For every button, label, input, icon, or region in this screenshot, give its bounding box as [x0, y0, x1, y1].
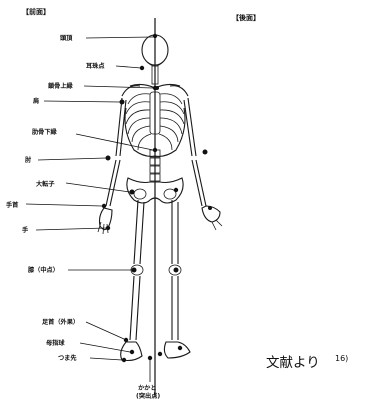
shoulder-point: [120, 100, 125, 105]
landmark-points: [102, 34, 157, 362]
label-metatarsal: 母指球: [46, 339, 65, 347]
front-view-header: 【前面】: [22, 7, 50, 16]
leader-lines: [26, 37, 153, 382]
wrist-point: [102, 204, 106, 208]
right-shoulder-girdle: [170, 86, 188, 96]
label-clavicle: 鎖骨上縁: [48, 82, 74, 90]
citation-text: 文献より: [266, 355, 320, 371]
back-view-header: 【後面】: [232, 13, 260, 22]
label-heel-note: (突出点): [136, 392, 160, 400]
label-knee: 膝（中点）: [28, 266, 59, 274]
label-wrist: 手首: [6, 201, 19, 209]
label-hand: 手: [22, 226, 29, 234]
right-humerus: [188, 98, 196, 156]
label-ankle: 足首（外果）: [42, 318, 79, 326]
toe-point: [122, 358, 126, 362]
label-tragus: 耳珠点: [86, 62, 105, 70]
skeleton-figure: [98, 35, 222, 361]
lower-rib-point: [153, 148, 157, 152]
heel-point: [148, 356, 152, 360]
label-elbow: 肘: [25, 156, 32, 164]
label-greater-trochanter: 大転子: [36, 180, 55, 188]
knee-point: [132, 268, 137, 273]
elbow-point: [106, 156, 111, 161]
metatarsal-point: [130, 350, 134, 354]
label-vertex: 頭頂: [60, 34, 73, 42]
ankle-point: [124, 338, 128, 342]
hand-point: [106, 226, 110, 230]
right-foot: [164, 342, 190, 358]
left-hand: [100, 208, 113, 230]
back-elbow-point: [203, 150, 208, 155]
greater-trochanter-point: [130, 190, 135, 195]
label-toe: つま先: [58, 354, 77, 362]
back-knee-point: [174, 268, 179, 273]
citation-ref: 16): [335, 354, 348, 363]
label-heel: かかと: [138, 384, 157, 392]
left-femur: [134, 200, 138, 264]
label-lower-rib: 肋骨下縁: [32, 128, 58, 136]
left-tibia: [130, 276, 134, 340]
label-shoulder: 肩: [32, 97, 39, 105]
left-hip-socket: [134, 189, 146, 199]
vertex-point: [153, 34, 157, 38]
